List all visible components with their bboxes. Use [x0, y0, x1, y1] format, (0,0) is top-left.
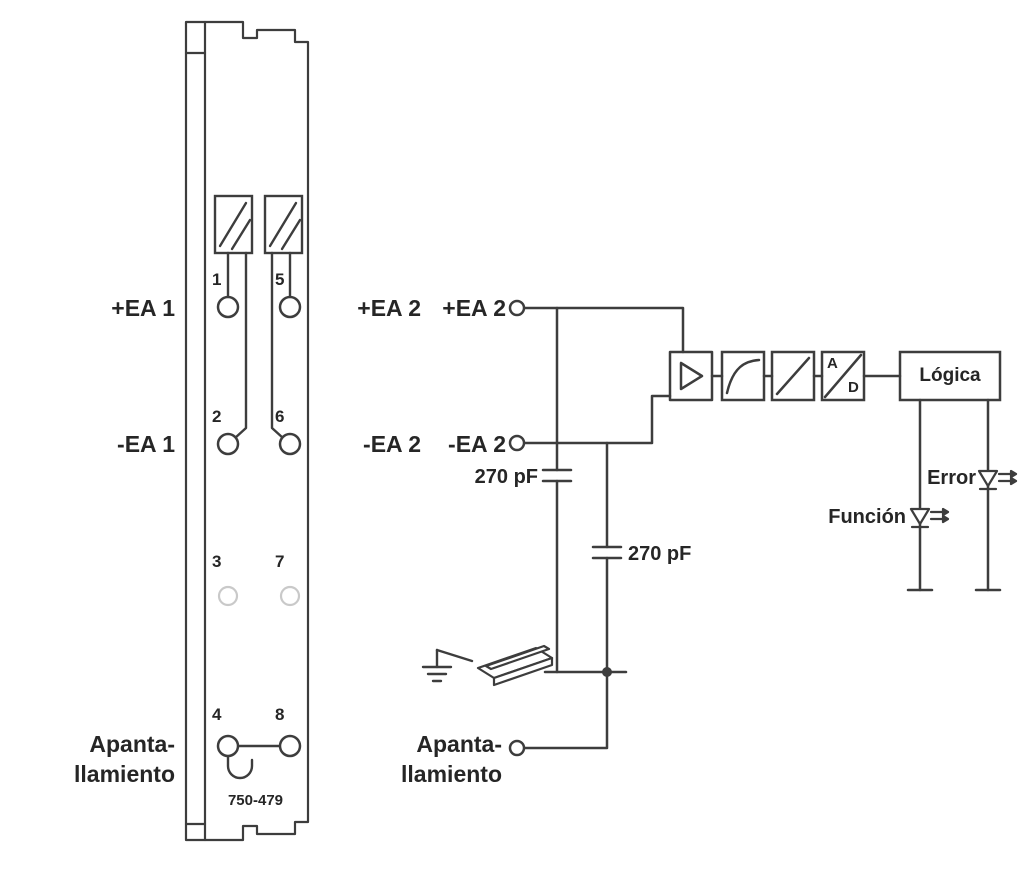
input1-plus-label: +EA 1	[111, 295, 175, 321]
terminal-number-3: 3	[212, 552, 222, 571]
terminal-number-5: 5	[275, 270, 285, 289]
module-shield-label-line1: Apanta-	[89, 731, 175, 757]
schematic-shield-label-line2: llamiento	[401, 761, 502, 787]
capacitor-2-icon	[591, 545, 623, 560]
input2-plus-inner-label: +EA 2	[442, 295, 506, 321]
schematic-wires	[522, 306, 1002, 750]
schematic-shield-label-line1: Apanta-	[416, 731, 502, 757]
input2-minus-inner-label: -EA 2	[448, 431, 506, 457]
din-rail-icon	[476, 644, 554, 687]
error-led-icon	[977, 469, 1018, 491]
model-number: 750-479	[227, 792, 284, 809]
capacitor-1-value: 270 pF	[474, 466, 538, 488]
adc-letter-a: A	[827, 355, 838, 372]
ground-icon	[421, 648, 474, 683]
module-outline	[184, 20, 310, 842]
input2-plus-outer-label: +EA 2	[357, 295, 421, 321]
logic-block-label: Lógica	[919, 365, 981, 387]
cage-clamp-icon-2	[263, 194, 304, 255]
schematic-terminals	[508, 299, 526, 757]
amplifier-block	[668, 350, 714, 402]
terminal-number-6: 6	[275, 407, 285, 426]
module-internal-wiring	[226, 251, 292, 780]
terminal-number-8: 8	[275, 705, 285, 724]
error-led-label: Error	[927, 467, 976, 489]
capacitor-2-value: 270 pF	[628, 543, 692, 565]
terminal-number-4: 4	[212, 705, 222, 724]
capacitor-1-icon	[541, 468, 573, 483]
input1-minus-label: -EA 1	[117, 431, 175, 457]
adc-letter-d: D	[848, 379, 859, 396]
filter-block	[720, 350, 766, 402]
terminal-number-1: 1	[212, 270, 222, 289]
adc-block	[820, 350, 866, 402]
function-led-label: Función	[828, 506, 906, 528]
module-terminals	[216, 295, 302, 758]
terminal-number-7: 7	[275, 552, 285, 571]
linearization-block	[770, 350, 816, 402]
junction-dot	[602, 667, 612, 677]
function-led-icon	[909, 507, 950, 529]
cage-clamp-icon-1	[213, 194, 254, 255]
module-terminals-unused	[217, 585, 301, 607]
terminal-number-2: 2	[212, 407, 222, 426]
input2-minus-outer-label: -EA 2	[363, 431, 421, 457]
logic-block	[898, 350, 1002, 402]
module-shield-label-line2: llamiento	[74, 761, 175, 787]
